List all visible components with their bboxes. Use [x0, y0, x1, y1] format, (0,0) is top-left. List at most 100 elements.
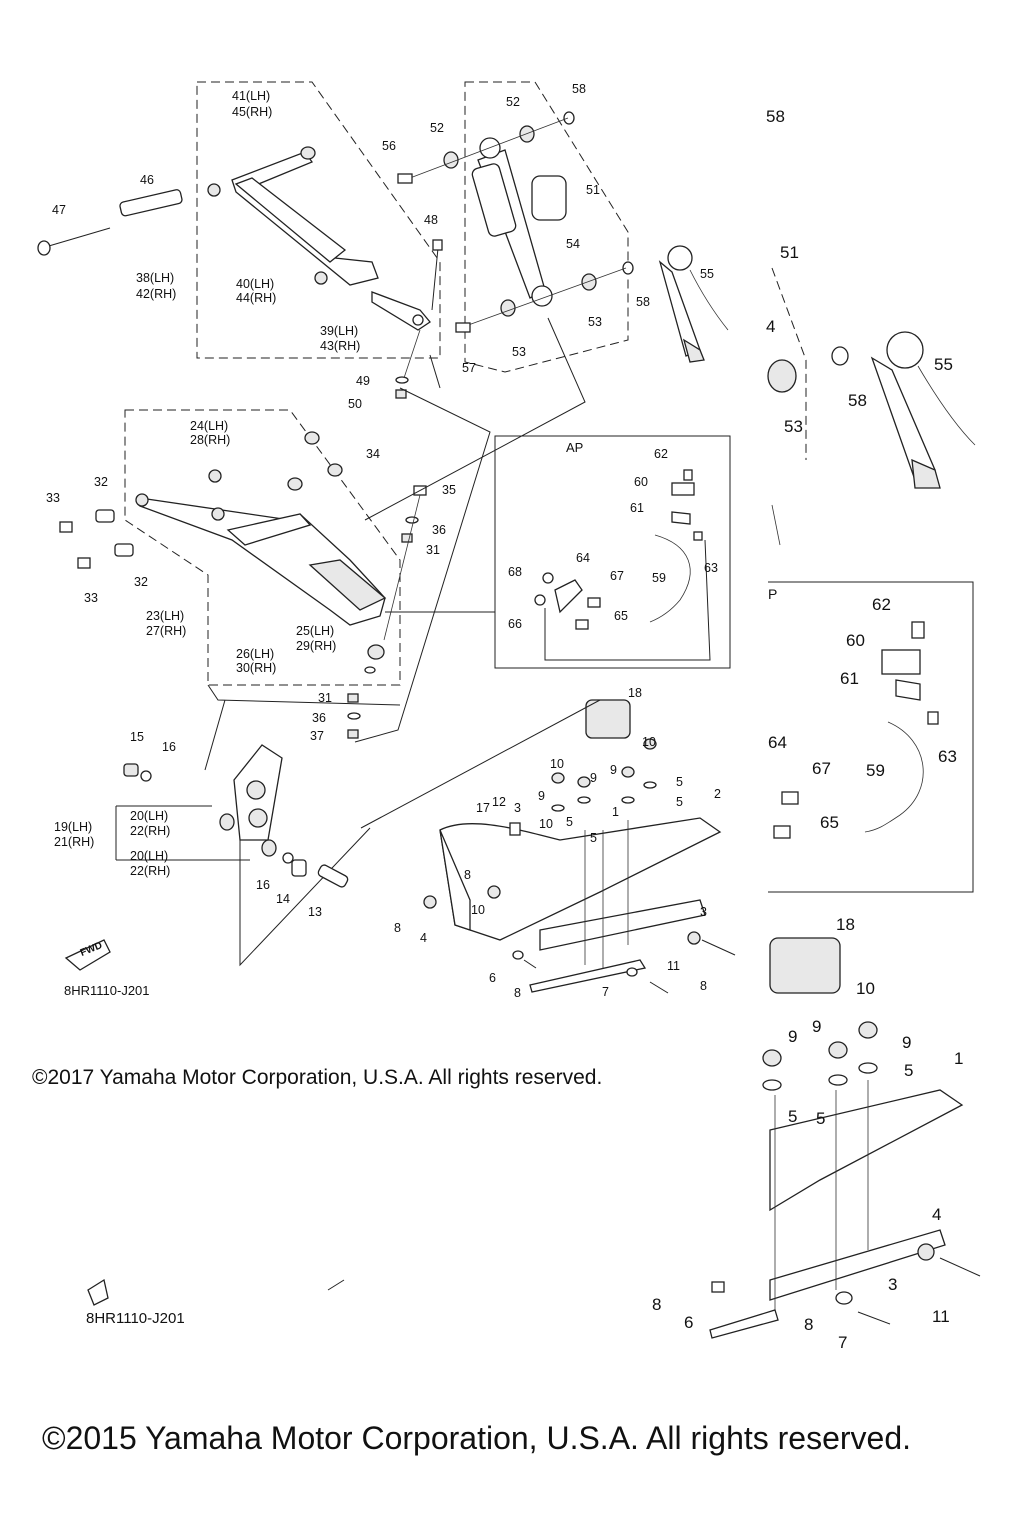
- callout: 62: [654, 447, 668, 461]
- callout: 65: [614, 609, 628, 623]
- callout: 9: [788, 1027, 797, 1046]
- callout: 1: [954, 1049, 963, 1068]
- diagram-code-lower: 8HR1110-J201: [86, 1310, 185, 1327]
- callout: 31: [318, 691, 332, 705]
- callout: 5: [566, 815, 573, 829]
- callout: 9: [902, 1033, 911, 1052]
- callout: 25(LH): [296, 624, 334, 638]
- callout: 65: [820, 813, 839, 832]
- callout: 10: [471, 903, 485, 917]
- callout: 43(RH): [320, 339, 360, 353]
- ap-detail-panel: [494, 435, 731, 669]
- callout: 59: [652, 571, 666, 585]
- callout: 66: [508, 617, 522, 631]
- callout: 15: [130, 730, 144, 744]
- callout: 9: [610, 763, 617, 777]
- zoomed-ap-panel: [768, 581, 974, 893]
- callout: 8: [394, 921, 401, 935]
- callout: 29(RH): [296, 639, 336, 653]
- callout: 39(LH): [320, 324, 358, 338]
- fwd-arrow-icon: [64, 939, 111, 971]
- callout: 41(LH): [232, 89, 270, 103]
- lower-arm-group: [59, 409, 427, 739]
- callout: 53: [512, 345, 526, 359]
- callout: 5: [788, 1107, 797, 1126]
- callout: 68: [508, 565, 522, 579]
- leader-lines: [204, 317, 586, 967]
- callout: 6: [489, 971, 496, 985]
- callout: 32: [94, 475, 108, 489]
- callout: 24(LH): [190, 419, 228, 433]
- callout: 5: [676, 775, 683, 789]
- spindle-group: [115, 744, 349, 888]
- callout: 53: [588, 315, 602, 329]
- callout: 16: [256, 878, 270, 892]
- callout: 54: [566, 237, 580, 251]
- callout: 8: [464, 868, 471, 882]
- callout: 38(LH): [136, 271, 174, 285]
- callout: 8: [514, 986, 521, 1000]
- callout: 63: [938, 747, 957, 766]
- callout: 5: [904, 1061, 913, 1080]
- callout: 58: [636, 295, 650, 309]
- callout: 9: [812, 1017, 821, 1036]
- callout: 56: [382, 139, 396, 153]
- callout: 26(LH): [236, 647, 274, 661]
- ap-panel-title-partial: P: [768, 586, 778, 602]
- callout: 48: [424, 213, 438, 227]
- callout: 23(LH): [146, 609, 184, 623]
- callout: 8: [652, 1295, 661, 1314]
- callout: 5: [816, 1109, 825, 1128]
- callout: 67: [610, 569, 624, 583]
- callout: 4: [766, 317, 775, 336]
- callout: 28(RH): [190, 433, 230, 447]
- callout: 64: [576, 551, 590, 565]
- callout: 9: [538, 789, 545, 803]
- ap-panel-title: AP: [566, 440, 584, 455]
- callout: 59: [866, 761, 885, 780]
- ski-group: [360, 699, 736, 994]
- callout: 37: [310, 729, 324, 743]
- callout: 16: [162, 740, 176, 754]
- upper-arm-group: [37, 81, 443, 399]
- zoomed-ski-partial: [709, 937, 981, 1339]
- callout: 27(RH): [146, 624, 186, 638]
- callout: 12: [492, 795, 506, 809]
- callout: 10: [856, 979, 875, 998]
- callout: 58: [572, 82, 586, 96]
- callout: 50: [348, 397, 362, 411]
- callout: 63: [704, 561, 718, 575]
- callout: 45(RH): [232, 105, 272, 119]
- callout: 20(LH): [130, 849, 168, 863]
- callout: 33: [46, 491, 60, 505]
- callout: 40(LH): [236, 277, 274, 291]
- callout: 3: [514, 801, 521, 815]
- copyright-2017: ©2017 Yamaha Motor Corporation, U.S.A. A…: [32, 1066, 603, 1089]
- callout: 57: [462, 361, 476, 375]
- callout: 20(LH): [130, 809, 168, 823]
- callout: 47: [52, 203, 66, 217]
- callout: 58: [848, 391, 867, 410]
- callout: 4: [932, 1205, 941, 1224]
- callout: 31: [426, 543, 440, 557]
- callout: 36: [432, 523, 446, 537]
- callout: 52: [430, 121, 444, 135]
- callout: 2: [714, 787, 721, 801]
- callout: 5: [676, 795, 683, 809]
- callouts-upper: 41(LH) 45(RH) 4 6 47 38(LH) 42(RH) 40(LH)…: [46, 82, 721, 1000]
- callout: 10: [642, 735, 656, 749]
- callout: 42(RH): [136, 287, 176, 301]
- callout: 18: [836, 915, 855, 934]
- callout: 10: [539, 817, 553, 831]
- callout: 55: [934, 355, 953, 374]
- shock-absorber-group: [397, 81, 729, 373]
- callout: 62: [872, 595, 891, 614]
- callout: 35: [442, 483, 456, 497]
- copyright-2015: ©2015 Yamaha Motor Corporation, U.S.A. A…: [42, 1420, 912, 1456]
- callout: 30(RH): [236, 661, 276, 675]
- callout: 7: [602, 985, 609, 999]
- callout: 49: [356, 374, 370, 388]
- callout: 36: [312, 711, 326, 725]
- callout: 4: [420, 931, 427, 945]
